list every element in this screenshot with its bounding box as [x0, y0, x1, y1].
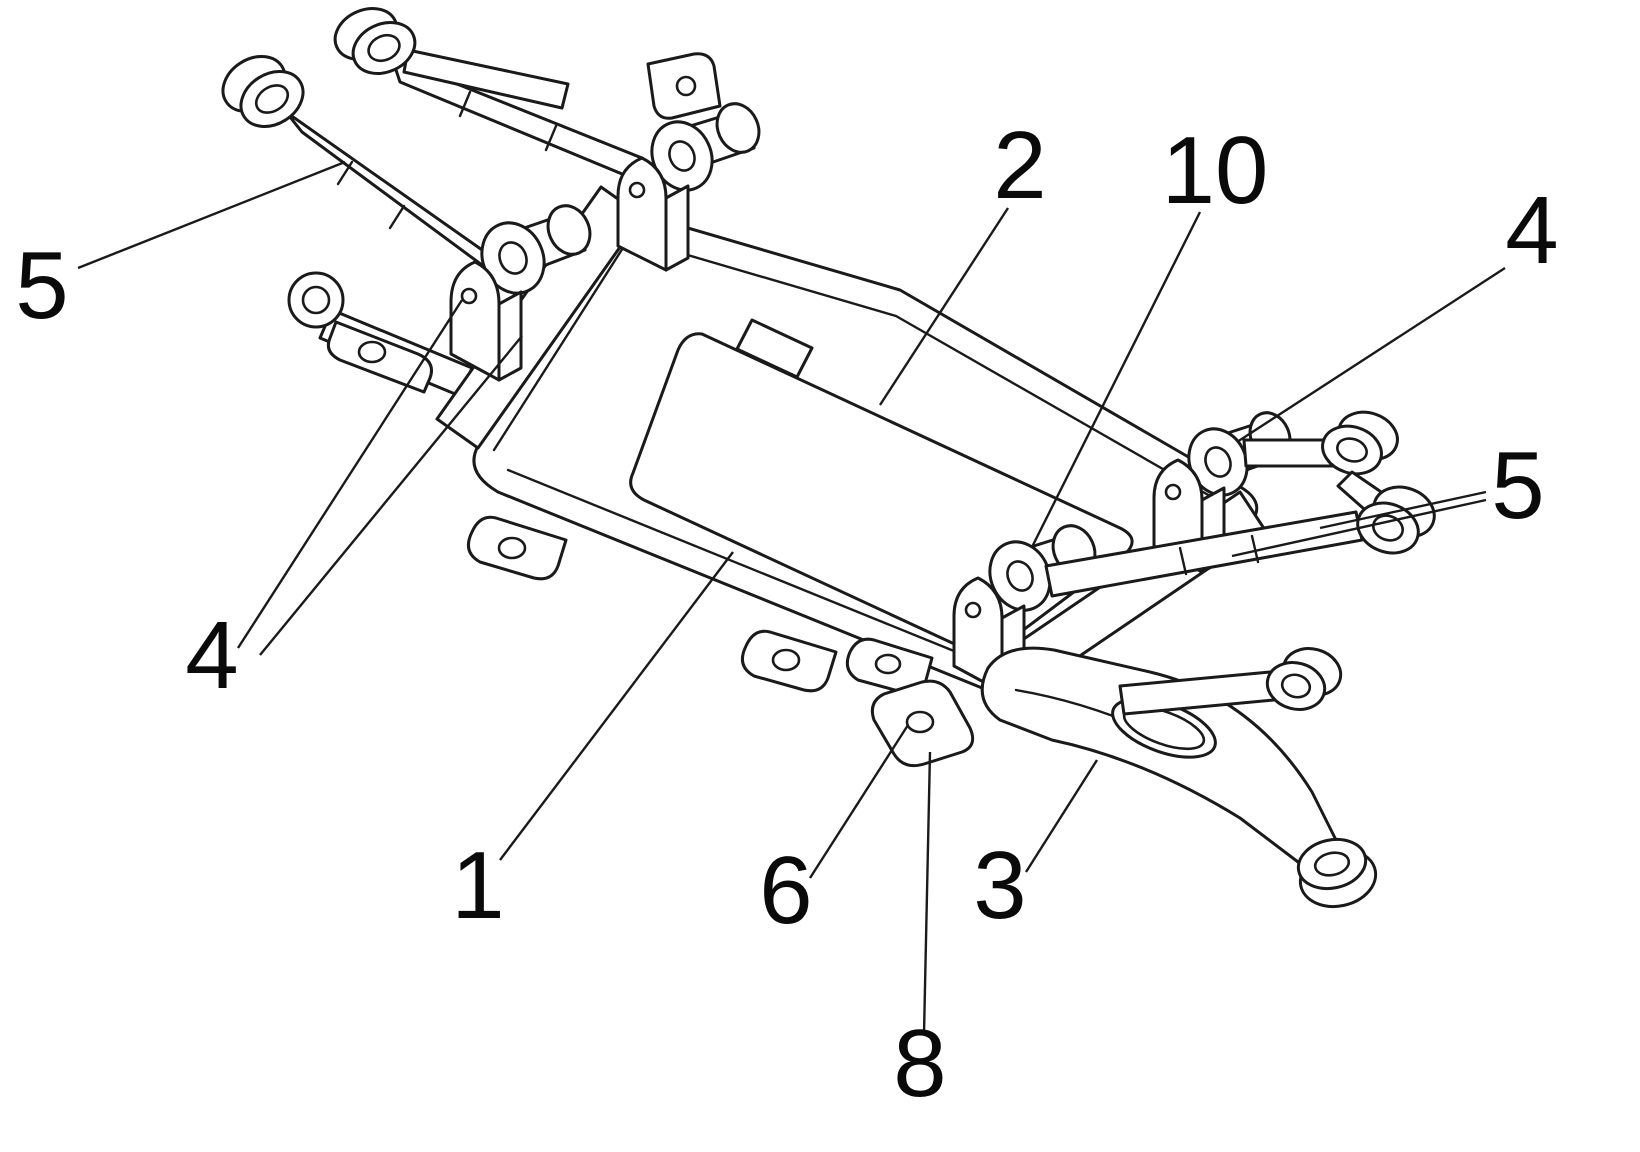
tube-collar-line	[336, 160, 354, 186]
link-tab-hole	[357, 340, 387, 364]
arm-eyelet-bore	[254, 84, 290, 114]
ref-label-4-right: 4	[1505, 177, 1558, 284]
leader-line-8	[922, 751, 932, 1035]
tab-hole	[497, 536, 527, 560]
arm-eyelet-bore	[1280, 673, 1312, 699]
ref-label-5-left: 5	[15, 232, 68, 339]
clevis-hole	[460, 287, 478, 305]
leader-line-5-left	[77, 160, 346, 270]
tube-collar-line	[1250, 534, 1260, 564]
frame-bottom-contour	[506, 468, 988, 666]
mounting-tab-left	[466, 515, 568, 581]
clevis-hole	[628, 181, 646, 199]
bushing-bore	[498, 241, 528, 275]
ref-label-4-left: 4	[185, 602, 238, 709]
front-rail-left	[435, 185, 644, 450]
ref-label-5-right: 5	[1491, 432, 1544, 539]
arm-tube-long	[1044, 510, 1364, 598]
ref-label-10: 10	[1162, 117, 1269, 224]
lower-mount-bracket	[870, 679, 975, 768]
frame-left-contour	[492, 238, 630, 452]
ref-label-8: 8	[893, 1010, 946, 1117]
leader-line-4-right	[1236, 266, 1506, 444]
clevis-bracket-rear-left	[616, 102, 761, 272]
knuckle	[980, 646, 1378, 909]
mounting-tab-bottom	[740, 629, 838, 693]
tube-collar-line	[544, 124, 558, 152]
arm-eyelet-bore	[367, 33, 401, 63]
arm-cross-tube	[402, 48, 570, 110]
bracket-hole	[905, 710, 935, 734]
tab-hole	[874, 653, 902, 675]
frame-top-contour	[648, 242, 1226, 506]
bushing-bore	[1204, 446, 1232, 478]
leader-line-5-right-1	[1319, 490, 1487, 530]
arm-tube-upper	[1242, 438, 1336, 468]
leader-line-2	[878, 207, 1010, 406]
control-arm-right	[1044, 410, 1436, 716]
lower-link-left	[287, 271, 474, 398]
leader-line-3	[1024, 759, 1099, 873]
tab-hole	[771, 648, 801, 672]
arm-eyelet-bore	[1372, 514, 1404, 542]
leader-line-5-right-2	[1231, 498, 1487, 558]
tube-collar-line	[388, 204, 406, 230]
arm-eyelet-bore	[1336, 437, 1368, 463]
leader-line-10	[1030, 211, 1202, 548]
leader-line-6	[808, 724, 910, 879]
leader-line-4-left-2	[259, 335, 523, 656]
frame-step-notch	[735, 318, 814, 379]
ref-label-3: 3	[973, 832, 1026, 939]
clevis-side-face	[497, 290, 523, 382]
leader-line-4-left-1	[236, 299, 464, 649]
knuckle-boss-bore	[1313, 851, 1351, 877]
rail-band	[435, 185, 644, 450]
arm-tube-lower	[284, 110, 507, 284]
clevis-side-face	[664, 184, 690, 272]
clevis-bracket-front-left	[449, 204, 592, 382]
leader-line-1	[499, 551, 734, 861]
upper-control-arm-left	[221, 7, 722, 284]
ref-label-2: 2	[993, 112, 1046, 219]
ref-label-1: 1	[451, 832, 504, 939]
link-ring-bore	[301, 285, 331, 315]
tube-collar-line	[458, 90, 472, 118]
leader-lines	[77, 160, 1506, 1035]
clevis-hole	[964, 601, 982, 619]
bushing-bore	[668, 140, 696, 172]
bushing-back-face	[546, 204, 592, 256]
tube-collar-line	[1178, 546, 1188, 576]
reference-labels: 5 4 2 10 4 5 1 6 38	[15, 112, 1558, 1117]
clevis-hole	[1164, 483, 1182, 501]
bushing-back-face	[715, 102, 761, 154]
bushing-bore	[1006, 560, 1034, 592]
ref-label-6: 6	[759, 837, 812, 944]
top-mount-hole	[675, 75, 697, 97]
